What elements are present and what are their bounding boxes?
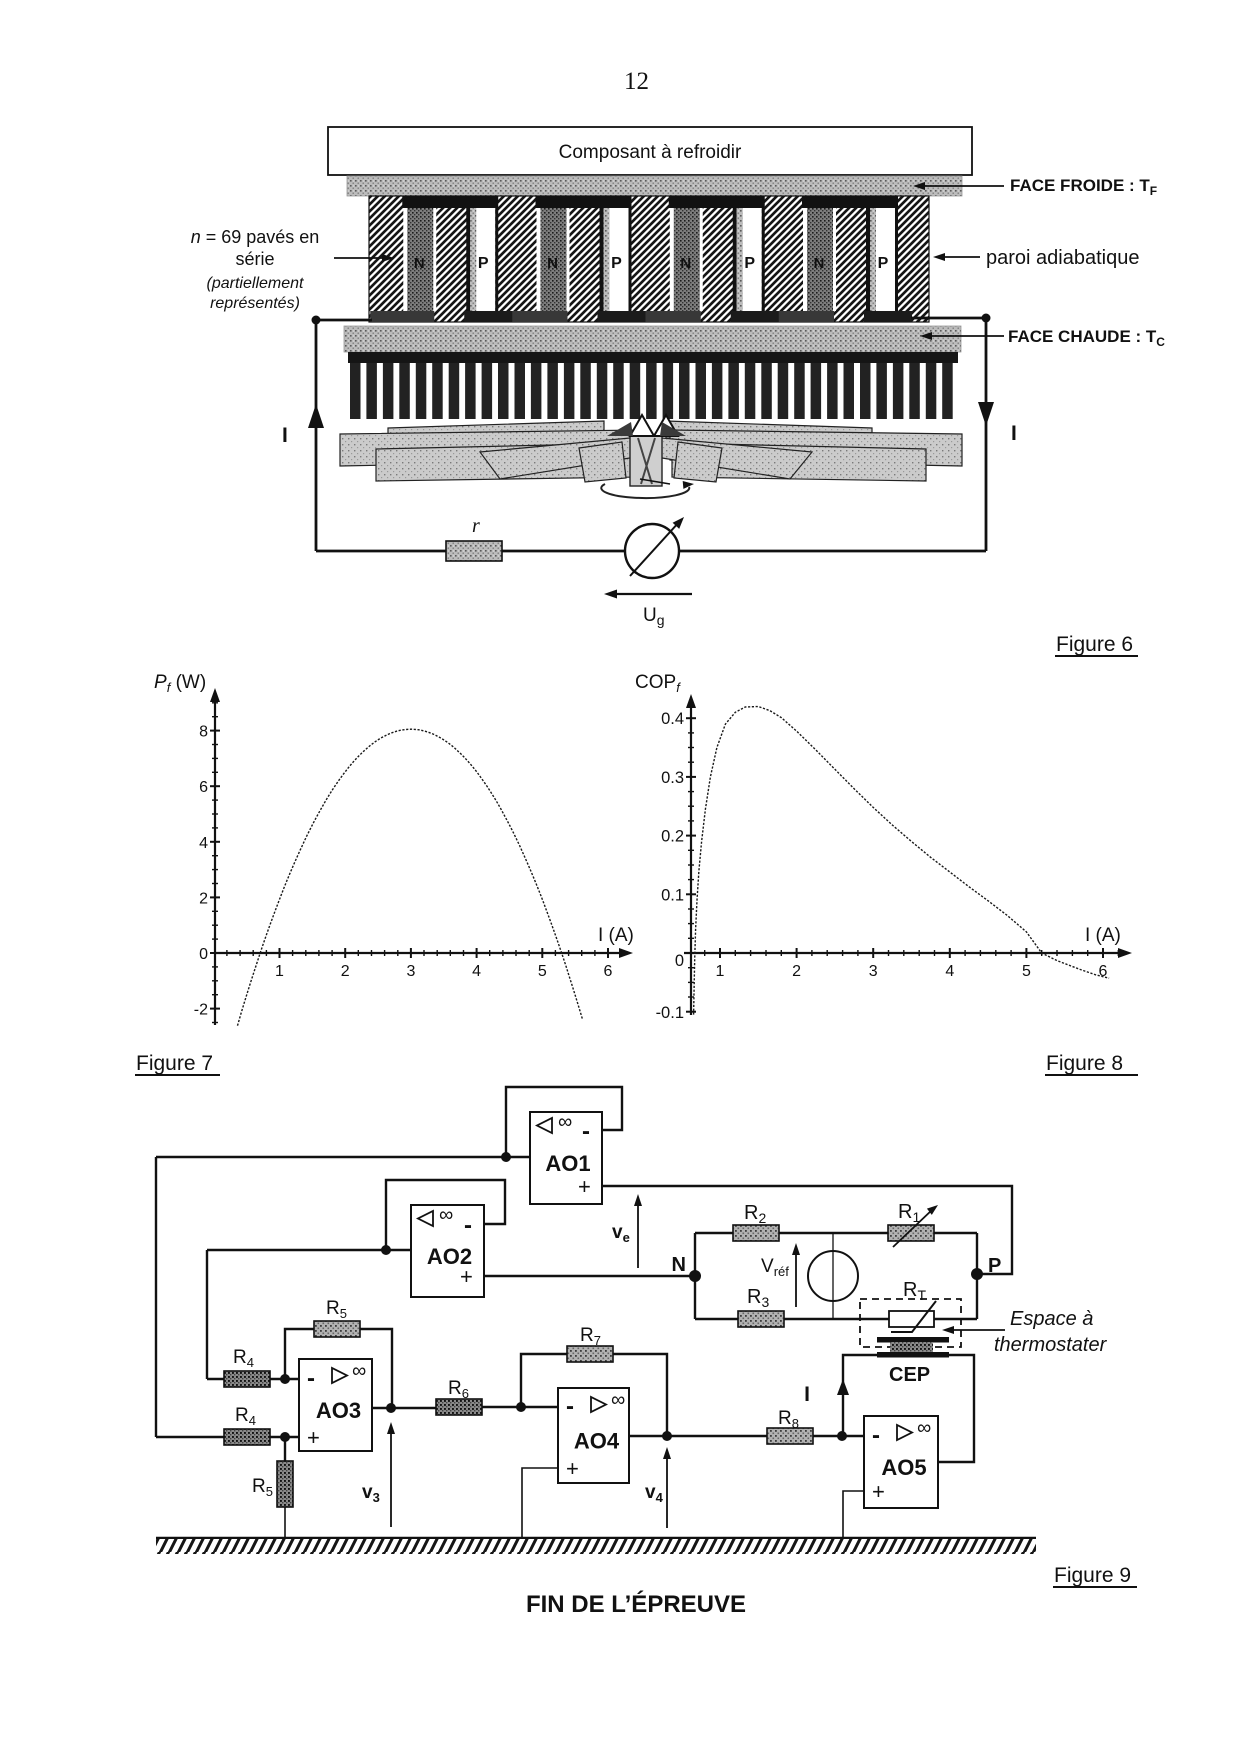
svg-text:6: 6 (604, 963, 613, 980)
svg-text:0.3: 0.3 (661, 769, 684, 787)
svg-text:AO2: AO2 (427, 1244, 472, 1269)
svg-text:thermostater: thermostater (994, 1334, 1108, 1356)
svg-text:N: N (814, 255, 825, 272)
svg-text:I (A): I (A) (598, 925, 634, 946)
svg-text:P: P (478, 255, 489, 272)
svg-text:I: I (804, 1383, 810, 1406)
svg-text:+: + (872, 1479, 885, 1504)
svg-text:5: 5 (538, 963, 547, 980)
svg-text:R4: R4 (233, 1347, 254, 1370)
svg-text:4: 4 (199, 835, 208, 852)
svg-text:-: - (307, 1365, 315, 1392)
svg-text:0: 0 (199, 946, 208, 963)
svg-text:∞: ∞ (558, 1111, 572, 1133)
svg-text:R2: R2 (744, 1202, 766, 1226)
svg-text:2: 2 (341, 963, 350, 980)
svg-text:∞: ∞ (352, 1360, 366, 1382)
svg-text:N: N (547, 255, 558, 272)
svg-text:-: - (464, 1212, 472, 1239)
svg-text:4: 4 (945, 963, 954, 980)
svg-text:Ug: Ug (643, 605, 665, 628)
svg-text:-2: -2 (194, 1002, 208, 1019)
svg-text:R1: R1 (898, 1201, 920, 1225)
svg-text:+: + (460, 1264, 473, 1289)
svg-text:v4: v4 (645, 1482, 664, 1505)
svg-text:Vréf: Vréf (761, 1256, 789, 1279)
svg-text:0.1: 0.1 (661, 886, 684, 904)
svg-text:R6: R6 (448, 1378, 469, 1401)
svg-text:RT: RT (903, 1279, 926, 1303)
svg-text:FACE CHAUDE : TC: FACE CHAUDE : TC (1008, 327, 1165, 349)
svg-text:N: N (672, 1254, 686, 1276)
svg-text:n = 69 pavés en: n = 69 pavés en (191, 227, 320, 247)
svg-text:2: 2 (792, 963, 801, 980)
svg-text:série: série (235, 249, 274, 269)
svg-text:P: P (878, 255, 889, 272)
svg-text:Figure 6: Figure 6 (1056, 633, 1133, 656)
svg-text:6: 6 (1099, 963, 1108, 980)
svg-text:3: 3 (406, 963, 415, 980)
svg-text:R8: R8 (778, 1408, 799, 1431)
svg-text:2: 2 (199, 890, 208, 907)
svg-text:I (A): I (A) (1085, 925, 1121, 946)
svg-text:4: 4 (472, 963, 481, 980)
svg-text:(partiellement: (partiellement (207, 275, 304, 292)
svg-text:+: + (566, 1456, 579, 1481)
svg-text:+: + (578, 1174, 591, 1199)
svg-text:AO4: AO4 (574, 1429, 620, 1454)
svg-text:Pf (W): Pf (W) (154, 672, 206, 695)
svg-text:R5: R5 (252, 1476, 273, 1499)
svg-text:représentés): représentés) (210, 295, 300, 312)
svg-text:R7: R7 (580, 1325, 601, 1348)
svg-text:∞: ∞ (611, 1389, 625, 1411)
svg-text:N: N (680, 255, 691, 272)
svg-text:R4: R4 (235, 1405, 256, 1428)
svg-text:R3: R3 (747, 1286, 769, 1310)
svg-text:FIN DE L’ÉPREUVE: FIN DE L’ÉPREUVE (526, 1590, 746, 1618)
svg-text:0.4: 0.4 (661, 710, 684, 728)
svg-text:R5: R5 (326, 1298, 347, 1321)
svg-text:∞: ∞ (439, 1204, 453, 1226)
svg-text:1: 1 (716, 963, 725, 980)
svg-text:0: 0 (675, 952, 684, 970)
svg-text:8: 8 (199, 724, 208, 741)
svg-text:P: P (611, 255, 622, 272)
svg-text:P: P (988, 1255, 1001, 1277)
svg-text:-: - (872, 1422, 880, 1449)
svg-text:-: - (582, 1118, 590, 1145)
svg-text:AO5: AO5 (881, 1455, 926, 1480)
svg-text:12: 12 (624, 68, 649, 95)
svg-text:+: + (307, 1425, 320, 1450)
svg-text:AO1: AO1 (545, 1151, 590, 1176)
svg-text:N: N (414, 255, 425, 272)
svg-text:FACE FROIDE : TF: FACE FROIDE : TF (1010, 176, 1157, 198)
svg-text:v3: v3 (362, 1482, 380, 1505)
svg-text:Figure 9: Figure 9 (1054, 1564, 1131, 1587)
svg-text:CEP: CEP (889, 1364, 930, 1386)
svg-text:3: 3 (869, 963, 878, 980)
svg-text:0.2: 0.2 (661, 828, 684, 846)
svg-text:Figure 7: Figure 7 (136, 1052, 213, 1075)
svg-text:paroi adiabatique: paroi adiabatique (986, 247, 1139, 269)
svg-text:COPf: COPf (635, 672, 681, 695)
svg-text:∞: ∞ (917, 1417, 931, 1439)
svg-text:I: I (1011, 422, 1017, 445)
svg-text:Figure 8: Figure 8 (1046, 1052, 1123, 1075)
svg-text:6: 6 (199, 779, 208, 796)
svg-text:-: - (566, 1393, 574, 1420)
svg-text:ve: ve (612, 1222, 630, 1245)
svg-text:1: 1 (275, 963, 284, 980)
svg-text:5: 5 (1022, 963, 1031, 980)
svg-text:Espace à: Espace à (1010, 1308, 1093, 1330)
svg-text:I: I (282, 424, 288, 447)
svg-text:AO3: AO3 (316, 1398, 361, 1423)
svg-text:P: P (744, 255, 755, 272)
svg-text:Composant à refroidir: Composant à refroidir (559, 142, 742, 163)
svg-text:r: r (472, 515, 480, 537)
svg-text:-0.1: -0.1 (656, 1004, 684, 1022)
